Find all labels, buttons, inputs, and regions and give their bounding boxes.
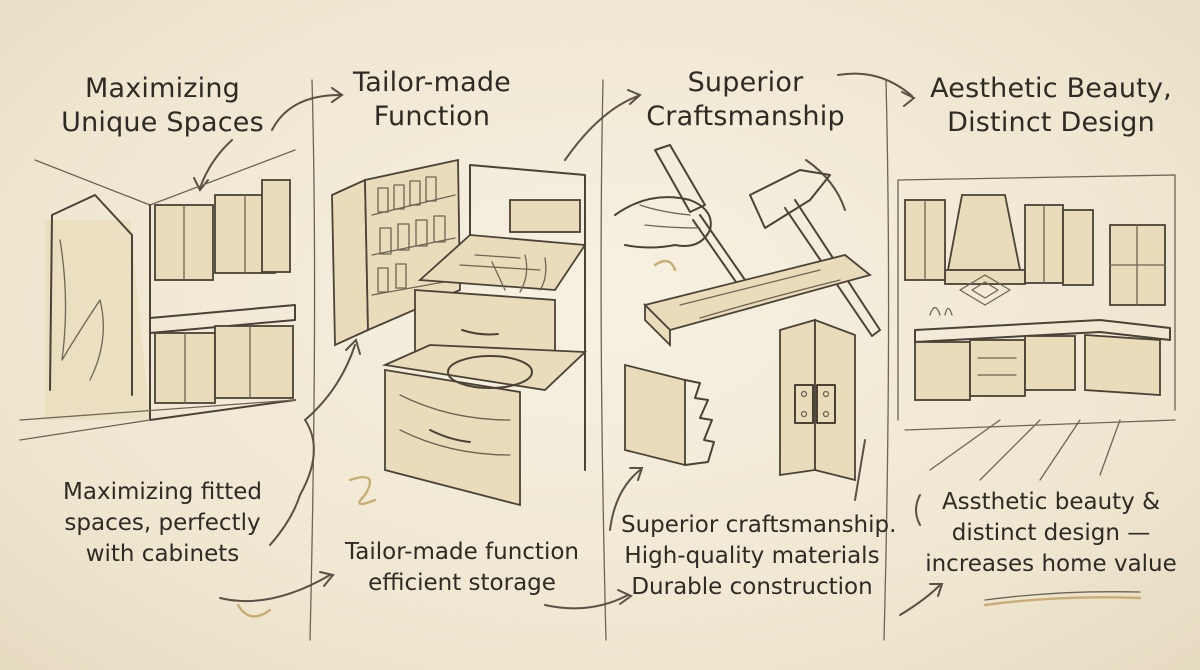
arrow-caption-1 (269, 344, 356, 546)
panel-title: Tailor-made Function (352, 67, 511, 132)
arrow-title-3 (837, 72, 913, 97)
panel-title: Maximizing Unique Spaces (61, 73, 264, 138)
panel-title: Aesthetic Beauty, Distinct Design (930, 73, 1172, 138)
illustration-corner-kitchen (19, 149, 296, 441)
panel-title: Superior Craftsmanship (646, 67, 845, 132)
panel-caption: Tailor-made function efficient storage (345, 539, 579, 596)
panel-caption: Maximizing fitted spaces, perfectly with… (63, 479, 262, 567)
divider-3 (883, 79, 890, 641)
arrow-caption-2 (219, 574, 331, 603)
panel-caption: Assthetic beauty & distinct design — inc… (925, 489, 1177, 577)
panel-tailor-made-function: Tailor-made Function Tailor-made functio… (312, 0, 603, 670)
panel-aesthetic-beauty: Aesthetic Beauty, Distinct Design Assthe… (886, 0, 1200, 670)
illustration-finished-kitchen (897, 174, 1176, 481)
panel-caption: Superior craftsmanship. High-quality mat… (621, 512, 897, 600)
panel-maximizing-spaces: Maximizing Unique Spaces Maximizing fitt… (0, 0, 312, 670)
panel-superior-craftsmanship: Superior Craftsmanship Superior craftsma… (603, 0, 897, 670)
divider-1 (309, 79, 316, 641)
arrow-caption-4 (899, 584, 941, 616)
illustration-storage (331, 158, 588, 507)
divider-2 (600, 79, 607, 641)
illustration-craftsmanship (614, 144, 881, 482)
arrow-title-1 (271, 94, 341, 131)
arrow-caption-3 (544, 594, 629, 610)
arrow-title-2 (564, 95, 639, 161)
